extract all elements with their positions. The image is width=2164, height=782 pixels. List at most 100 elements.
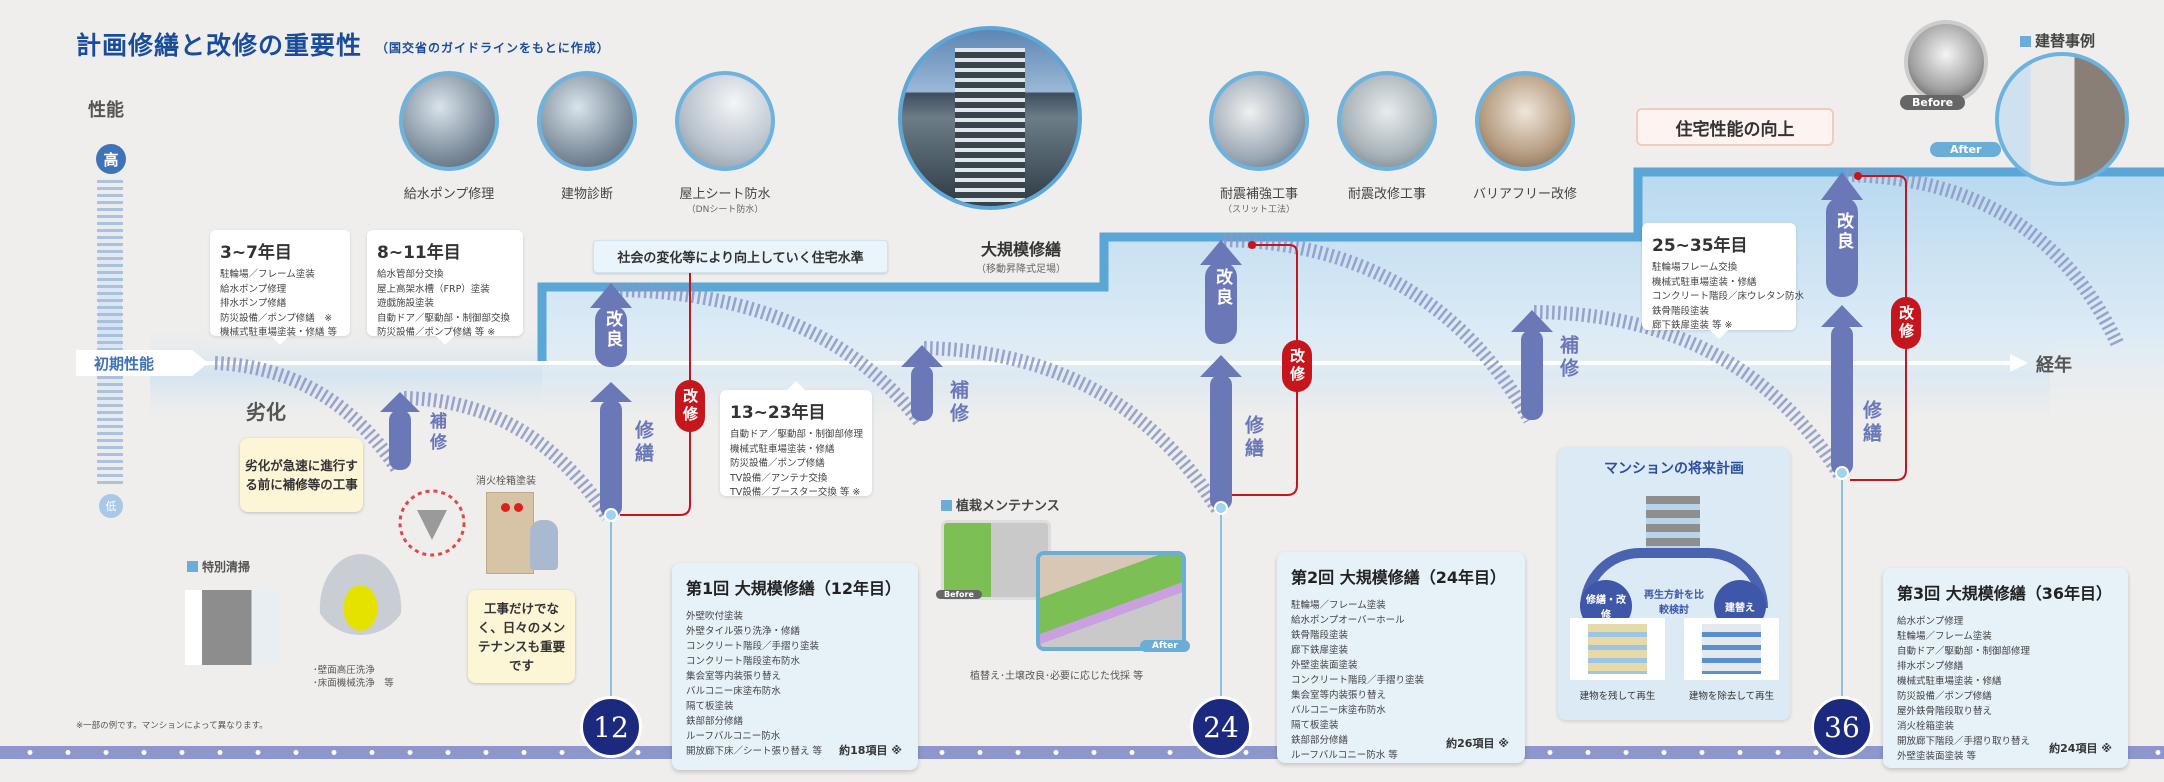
housing-standard-callout: 社会の変化等により向上していく住宅水準: [593, 240, 888, 273]
list-item: コンクリート階段／手摺り塗装: [686, 641, 820, 652]
item-count: 約18項目 ※: [839, 744, 902, 757]
bar-dot: [1813, 750, 1819, 755]
list-item: 給水ポンプ修理: [1897, 616, 1964, 627]
bar-dot: [27, 750, 33, 755]
list-item: 開放廊下階段／手摺り取り替え: [1897, 736, 2031, 747]
warning-triangle: [417, 510, 447, 540]
future-plan-title: マンションの将来計画: [1604, 461, 1744, 477]
photo-label: 耐震補強工事（スリット工法）: [1219, 187, 1299, 215]
list-item: 隔て板塗装: [686, 701, 734, 712]
list-item: 自動ドア／駆動部・制御部交換: [377, 312, 511, 324]
timeline-bar: [0, 746, 2164, 759]
period-box: 3~7年目駐輪場／フレーム塗装給水ポンプ修理排水ポンプ修繕防災設備／ポンプ修繕 …: [210, 230, 350, 338]
bubble-maintenance: 工事だけでなく、日々のメンテナンスも重要です: [468, 590, 575, 683]
housing-standard-step-line: [537, 167, 2164, 363]
timeline-arrowhead: [2010, 354, 2028, 372]
floor-cleaning-illustration: [313, 545, 408, 635]
fire-box-label: 消火栓箱塗装: [476, 476, 536, 487]
bar-dot: [483, 750, 489, 755]
list-item: 駐輪場フレーム交換: [1652, 262, 1738, 273]
arrow-base-dots: [604, 466, 1849, 522]
period-title: 8~11年目: [377, 243, 461, 263]
bar-dot: [1737, 750, 1743, 755]
axis-high-label: 高: [96, 144, 126, 174]
list-item: 給水ポンプ修理: [220, 283, 287, 295]
renovate-label: 修繕: [1860, 400, 1882, 446]
photo-label: 建物診断: [560, 187, 614, 202]
bar-dot: [1623, 750, 1629, 755]
photo-label: 給水ポンプ修理: [403, 187, 495, 202]
list-item: コンクリート階段塗布防水: [686, 656, 801, 667]
list-item: 防災設備／ポンプ修繕: [730, 458, 825, 469]
list-item: 駐輪場／フレーム塗装: [1897, 631, 1992, 642]
bar-dot: [2155, 750, 2161, 755]
period-title: 3~7年目: [220, 243, 292, 263]
bubble-before-deterioration: 劣化が急速に進行する前に補修等の工事: [240, 438, 363, 512]
time-axis-label: 経年: [2036, 355, 2072, 376]
bar-dot: [1547, 750, 1553, 755]
performance-up-callout: 住宅性能の向上: [1636, 108, 1834, 146]
building-icon: [1646, 496, 1700, 554]
list-item: 防災設備／ポンプ修繕 ※: [220, 312, 333, 324]
fire-hydrant-box-illustration: [486, 492, 534, 574]
improve-label: 改良: [602, 310, 622, 350]
planting-before-image: [941, 520, 1051, 600]
remodel-label: 改修: [1891, 297, 1921, 349]
bar-dot: [559, 750, 565, 755]
item-list: 駐輪場／フレーム塗装給水ポンプ修理排水ポンプ修繕防災設備／ポンプ修繕 ※機械式駐…: [220, 268, 340, 341]
lead-lines: [610, 475, 1843, 700]
list-item: ルーフバルコニー防水 等: [1291, 750, 1398, 761]
planting-after-tag: After: [1140, 640, 1190, 652]
improve-label: 改良: [1212, 268, 1232, 308]
planting-before-tag: Before: [936, 590, 982, 599]
photo-after-replacement: [1995, 52, 2129, 186]
bar-dot: [407, 750, 413, 755]
photo-label: 耐震改修工事: [1347, 187, 1427, 202]
bar-dot: [369, 750, 375, 755]
deterioration-arc: [1223, 233, 1537, 424]
deterioration-arcs: [214, 168, 2125, 521]
photo-building-inspection: [537, 71, 637, 171]
list-item: 鉄骨階段塗装: [1291, 630, 1349, 641]
page-title: 計画修繕と改修の重要性（国交省のガイドラインをもとに作成）: [76, 26, 610, 62]
list-item: 屋上高架水槽（FRP）塗装: [377, 283, 490, 295]
special-cleaning-label: 特別清掃: [187, 558, 250, 575]
planting-after-image: [1036, 551, 1186, 651]
list-item: 消火栓箱塗装: [1897, 721, 1955, 732]
large-repair-label: 大規模修繕（移動昇降式足場）: [976, 240, 1066, 275]
list-item: 防災設備／ポンプ修繕 等 ※: [377, 327, 496, 338]
list-item: 鉄骨階段塗装: [1652, 305, 1710, 317]
list-item: 機械式駐車場塗装・修繕: [1652, 276, 1757, 288]
list-item: 外壁塗装面塗装: [1291, 660, 1358, 671]
major-repair-box-3: 第3回 大規模修繕（36年目） 給水ポンプ修理駐輪場／フレーム塗装自動ドア／駆動部…: [1883, 568, 2128, 768]
repair-label: 補修: [1557, 335, 1579, 381]
deterioration-arc: [403, 391, 614, 521]
list-item: 外壁塗装面塗装 等: [1897, 751, 1977, 762]
photo-barrier-free: [1475, 71, 1575, 171]
list-item: 排水ポンプ修繕: [1897, 661, 1964, 672]
major-repair-box-2: 第2回 大規模修繕（24年目）駐輪場／フレーム塗装給水ポンプオーバーホール鉄骨階…: [1277, 552, 1525, 763]
list-item: 鉄部部分修繕: [686, 716, 744, 727]
cleaning-item: ･床面機械洗浄 等: [313, 678, 394, 689]
photo-water-pump: [399, 71, 499, 171]
bar-dot: [331, 750, 337, 755]
bar-dot: [521, 750, 527, 755]
list-item: TV設備／アンテナ交換: [730, 472, 828, 484]
initial-performance-label: 初期性能: [76, 350, 208, 376]
milestone-year-36: 36: [1811, 696, 1873, 758]
bar-dot: [65, 750, 71, 755]
list-item: 屋外鉄骨階段取り替え: [1897, 706, 1993, 717]
major-repair-box-1: 第1回 大規模修繕（12年目）外壁吹付塗装外壁タイル張り洗浄・修繕コンクリート階…: [672, 563, 918, 770]
list-item: 遊戯施設塗装: [377, 298, 435, 309]
bar-dot: [179, 750, 185, 755]
title-subtitle: （国交省のガイドラインをもとに作成）: [376, 40, 610, 55]
list-item: 集会室等内装張り替え: [686, 671, 782, 682]
deterioration-arc: [1533, 305, 1846, 479]
bar-dot: [977, 750, 983, 755]
list-item: 廊下鉄扉塗装 等 ※: [1652, 320, 1733, 331]
future-plan-panel: マンションの将来計画 修繕・改修 建替え 再生方針を比較検討 建物を残して再生 …: [1558, 448, 1790, 720]
axis-low-label: 低: [99, 494, 123, 518]
list-item: 自動ドア／駆動部・制御部修理: [1897, 646, 2031, 657]
major-repair-title: 第3回 大規模修繕（36年目）: [1897, 584, 2112, 603]
bar-dot: [1775, 750, 1781, 755]
